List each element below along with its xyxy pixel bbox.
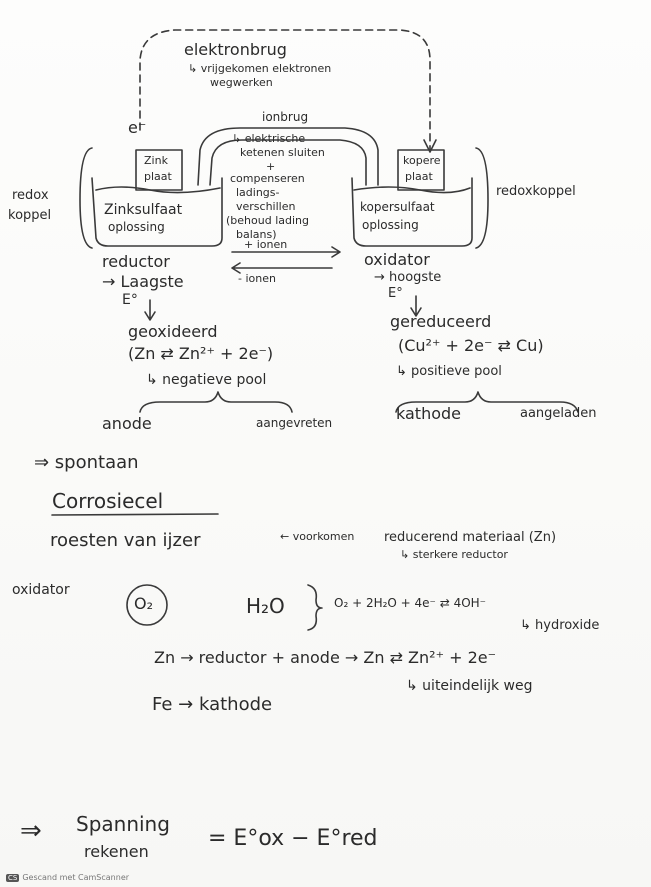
left-solution-line2: oplossing: [108, 220, 165, 234]
redox-left-line1: redox: [12, 188, 49, 203]
electron-label: e⁻: [128, 118, 147, 137]
zn-line: Zn → reductor + anode → Zn ⇄ Zn²⁺ + 2e⁻: [154, 648, 497, 667]
stronger-reductor: ↳ sterkere reductor: [400, 548, 508, 561]
prevent-label: ← voorkomen: [280, 530, 355, 543]
redox-right: redoxkoppel: [496, 184, 576, 199]
copper-plate-line1: kopere: [403, 154, 441, 167]
ion-note-8: balans): [236, 228, 277, 241]
camscanner-logo: CS: [6, 874, 20, 882]
ion-note-7: (behoud lading: [226, 214, 309, 227]
right-solution-line1: kopersulfaat: [360, 200, 435, 214]
rust-line: roesten van ijzer: [50, 530, 201, 551]
o2-label: O₂: [134, 594, 154, 613]
reductor-label: reductor: [102, 252, 170, 271]
o2-circle: [126, 584, 168, 626]
zinc-plate-line2: plaat: [144, 170, 172, 183]
minus-ion-arrow: [231, 262, 333, 274]
reduction-reaction: O₂ + 2H₂O + 4e⁻ ⇄ 4OH⁻: [334, 596, 487, 610]
reducing-material: reducerend materiaal (Zn): [384, 530, 557, 545]
right-beaker: [351, 177, 473, 247]
bridge-note-line1: ↳ vrijgekomen elektronen: [188, 62, 332, 75]
water-label: H₂O: [246, 594, 285, 618]
bridge-note-line2: wegwerken: [210, 76, 273, 89]
plus-ions-label: + ionen: [244, 238, 288, 251]
bridge-title: elektronbrug: [184, 40, 287, 59]
voltage-word2: rekenen: [84, 842, 149, 861]
fe-line: Fe → kathode: [152, 694, 273, 715]
reduced-label: gereduceerd: [390, 312, 492, 331]
voltage-formula: = E°ox − E°red: [208, 826, 378, 851]
down-arrow-right: [410, 295, 422, 317]
minus-ions-label: - ionen: [238, 272, 276, 285]
deposited-label: aangeladen: [520, 406, 597, 421]
ion-note-2: ketenen sluiten: [240, 146, 325, 159]
cathode-label: kathode: [396, 404, 461, 423]
zinc-plate: [135, 149, 183, 191]
copper-plate: [397, 149, 445, 191]
right-solution-line2: oplossing: [362, 218, 419, 232]
oxidized-label: geoxideerd: [128, 322, 218, 341]
e0-left: E°: [122, 292, 138, 308]
corrosion-heading: Corrosiecel: [52, 489, 164, 513]
hydroxide-label: ↳ hydroxide: [520, 618, 600, 633]
electron-arrow-head: [423, 139, 437, 153]
eq-right: (Cu²⁺ + 2e⁻ ⇄ Cu): [398, 336, 544, 355]
eq-left: (Zn ⇄ Zn²⁺ + 2e⁻): [128, 344, 274, 363]
ion-note-5: ladings-: [236, 186, 280, 199]
anode-label: anode: [102, 414, 152, 433]
ion-note-1: ↳ elektrische: [232, 132, 306, 145]
attacked-label: aangevreten: [256, 416, 333, 430]
dissolves-label: ↳ uiteindelijk weg: [406, 678, 533, 694]
water-brace: [307, 584, 323, 631]
copper-plate-line2: plaat: [405, 170, 433, 183]
ion-note-4: compenseren: [230, 172, 305, 185]
voltage-arrow: ⇒: [20, 816, 42, 846]
ion-bridge-inner: [209, 139, 367, 186]
redox-left-line2: koppel: [8, 208, 52, 223]
positive-pole: ↳ positieve pool: [396, 364, 502, 379]
negative-pole: ↳ negatieve pool: [146, 372, 267, 388]
left-beaker: [91, 177, 223, 247]
oxidator-label: oxidator: [364, 250, 430, 269]
oxidator-note: oxidator: [12, 582, 70, 598]
voltage-word1: Spanning: [76, 812, 170, 836]
left-bracket: [79, 147, 93, 249]
down-arrow-left: [144, 299, 156, 321]
right-brace: [395, 391, 579, 413]
plus-ion-arrow: [231, 246, 341, 258]
ion-note-3: +: [266, 160, 276, 173]
lowest-label: → Laagste: [102, 272, 184, 291]
zinc-plate-line1: Zink: [144, 154, 168, 167]
electron-bridge-line: [139, 29, 431, 151]
heading-underline: [51, 513, 219, 516]
ion-bridge-outer: [197, 127, 379, 186]
e0-right: E°: [388, 286, 403, 301]
spontaneous-note: ⇒ spontaan: [34, 452, 139, 473]
right-bracket: [475, 147, 489, 249]
highest-label: → hoogste: [374, 270, 442, 285]
scanner-text: Gescand met CamScanner: [22, 873, 130, 882]
left-brace: [139, 391, 293, 413]
ion-bridge-label: ionbrug: [262, 110, 309, 124]
ion-note-6: verschillen: [236, 200, 296, 213]
left-solution-line1: Zinksulfaat: [104, 202, 183, 218]
